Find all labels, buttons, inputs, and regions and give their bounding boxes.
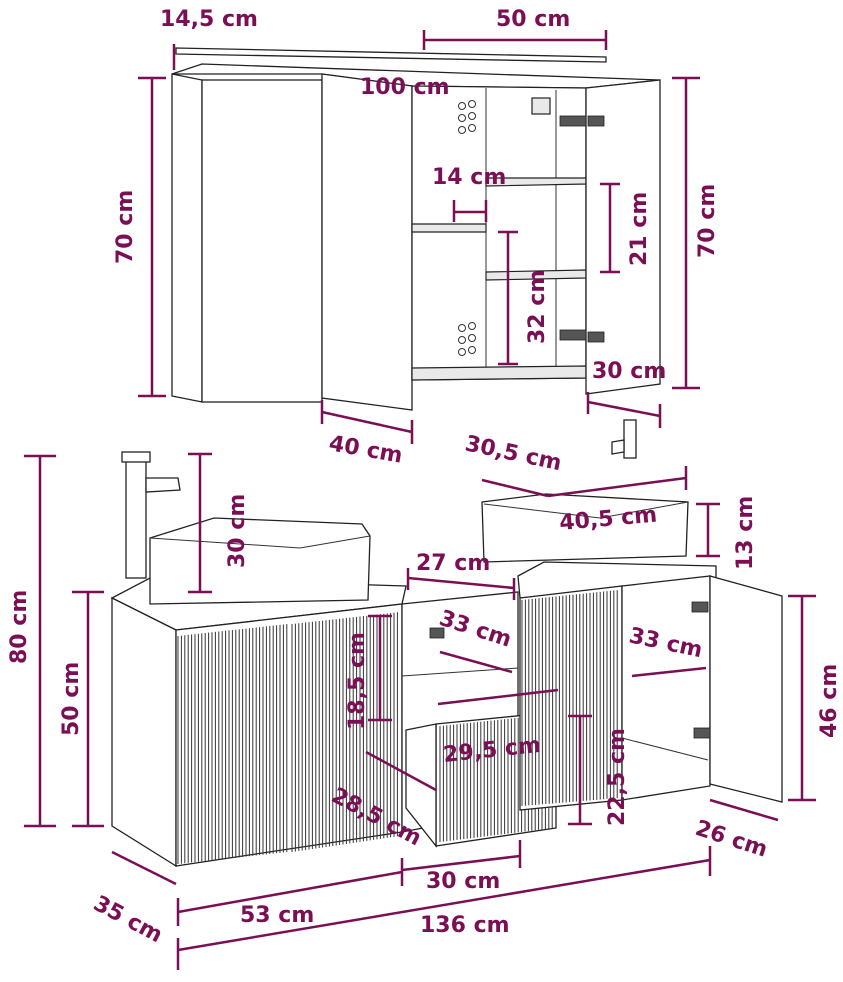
label-door-width: 50 cm <box>496 7 570 32</box>
fluted-door-left <box>177 624 288 864</box>
cabinet-left-side <box>171 73 203 403</box>
fluted-door-right <box>521 590 618 806</box>
label-left-width: 53 cm <box>240 903 314 928</box>
label-middle-upper-height: 18,5 cm <box>345 632 370 730</box>
label-height-right: 70 cm <box>695 184 720 258</box>
label-right-door-depth: 26 cm <box>692 816 770 863</box>
open-door-right <box>585 79 661 395</box>
cabinet-bottom <box>411 365 587 381</box>
label-total-width: 100 cm <box>360 75 450 100</box>
label-basin-right-height: 13 cm <box>733 496 758 570</box>
label-shelf-gap-lower: 32 cm <box>525 270 550 344</box>
mirror-door-left <box>201 79 323 403</box>
dimension-lines <box>24 30 816 970</box>
label-vanity-height: 80 cm <box>7 590 32 664</box>
label-basin-left-height: 30 cm <box>225 494 250 568</box>
cabinet-left-side <box>111 596 177 868</box>
fluted-door-middle <box>291 612 398 852</box>
basin-left <box>149 517 371 605</box>
shelf-middle-left <box>411 223 487 233</box>
label-height-left: 70 cm <box>113 190 138 264</box>
hinge-icon <box>429 601 711 739</box>
faucet-right-icon <box>611 419 637 459</box>
open-door-left <box>321 73 413 411</box>
label-shelf-depth: 14 cm <box>432 165 506 190</box>
led-light-bar <box>175 47 607 63</box>
label-shelf-gap-upper: 21 cm <box>627 192 652 266</box>
label-total-vanity-width: 136 cm <box>420 913 510 938</box>
label-cabinet-depth: 14,5 cm <box>160 7 258 32</box>
label-middle-width: 27 cm <box>416 551 490 576</box>
vanity-unit <box>110 419 783 868</box>
label-drawer-height: 22,5 cm <box>605 728 630 826</box>
shelf-pin-holes <box>458 100 476 356</box>
label-middle-bottom-width: 30 cm <box>426 869 500 894</box>
countertop-right <box>517 561 717 599</box>
label-cabinet-height: 50 cm <box>59 662 84 736</box>
mirror-cabinet <box>171 47 661 411</box>
hinge-icon <box>559 115 605 343</box>
open-door-right <box>709 575 783 803</box>
label-door-open-right: 30 cm <box>592 359 666 384</box>
faucet-left-icon <box>121 451 181 579</box>
label-vanity-depth: 35 cm <box>89 891 166 948</box>
label-door-open-left: 40 cm <box>327 431 404 469</box>
power-socket <box>531 97 551 115</box>
label-basin-right-depth: 30,5 cm <box>463 431 564 476</box>
label-right-door-height: 46 cm <box>817 664 842 738</box>
